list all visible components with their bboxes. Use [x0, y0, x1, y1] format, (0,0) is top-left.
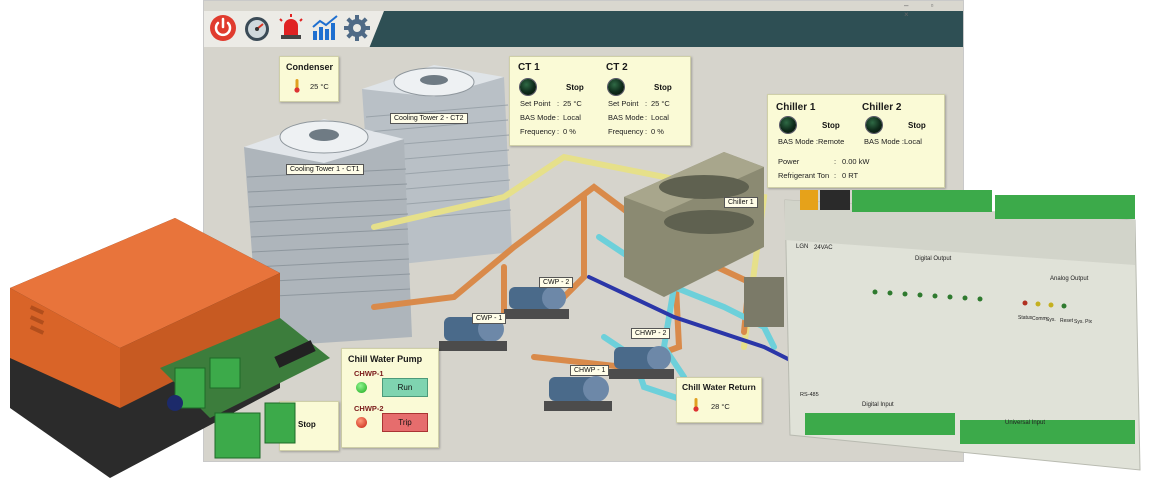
chwp1-label: CHWP-1: [354, 369, 384, 378]
sys-pix-label: Sys. Pix: [1074, 319, 1093, 325]
gear-icon[interactable]: [342, 13, 372, 43]
tag-chwp2: CHWP - 2: [631, 328, 671, 339]
thermometer-icon: [294, 79, 300, 93]
hvac-controller-device: [10, 218, 330, 478]
ct2-bas-mode-label: BAS Mode: [608, 113, 644, 122]
universal-input-label: Universal Input: [1005, 420, 1046, 426]
ct-panel: CT 1 Stop Set Point : 25 °C BAS Mode : L…: [509, 56, 691, 146]
cwr-temp: 28 °C: [711, 402, 730, 411]
chwp1-run-button[interactable]: Run: [382, 378, 428, 397]
ton-label: Refrigerant Ton: [778, 171, 830, 180]
ch1-title: Chiller 1: [776, 102, 816, 113]
ch1-status: Stop: [822, 121, 840, 130]
ct1-colon: :: [557, 113, 560, 122]
ct1-colon: :: [557, 99, 560, 108]
ct1-status-led: [520, 79, 536, 95]
sys-led-label: Sys.: [1046, 317, 1056, 323]
ct2-colon: :: [645, 113, 648, 122]
ct1-colon: :: [557, 127, 560, 136]
ct2-frequency-label: Frequency: [608, 127, 644, 136]
pump-chwp-1[interactable]: [544, 376, 612, 411]
ct1-set-point: 25 °C: [563, 99, 582, 108]
ct1-frequency-label: Frequency: [520, 127, 556, 136]
condenser-temp: 25 °C: [310, 82, 329, 91]
alarm-light-icon[interactable]: [276, 13, 306, 43]
controller-power-label-lgn: LGN: [796, 244, 809, 250]
window-controls[interactable]: – ▫ ×: [904, 1, 944, 19]
ch2-bas-mode-label: BAS Mode :: [864, 137, 905, 146]
chiller-panel: Chiller 1 Stop BAS Mode : Remote Chiller…: [767, 94, 945, 188]
ch1-bas-mode-label: BAS Mode :: [778, 137, 819, 146]
power-label: Power: [778, 157, 800, 166]
ct1-title: CT 1: [518, 62, 540, 73]
controller-power-label-24vac: 24VAC: [814, 245, 833, 251]
power-icon[interactable]: [208, 13, 238, 43]
gauge-icon[interactable]: [242, 13, 272, 43]
chwp2-trip-button[interactable]: Trip: [382, 413, 428, 432]
ct1-frequency: 0 %: [563, 127, 576, 136]
chwp1-led: [356, 382, 367, 393]
ton-value: 0 RT: [842, 171, 859, 180]
hidden-status-text: Stop: [298, 420, 316, 429]
chwp2-label: CHWP-2: [354, 404, 384, 413]
tag-cwp2: CWP - 2: [539, 277, 574, 288]
chill-water-pump-panel: Chill Water Pump CHWP-1 Run CHWP-2 Trip: [341, 348, 439, 448]
chwp2-led: [356, 417, 367, 428]
trend-chart-icon[interactable]: [310, 13, 340, 43]
io-controller-device: [784, 190, 1141, 471]
ton-colon: :: [834, 171, 837, 180]
tag-chwp1: CHWP - 1: [570, 365, 610, 376]
tag-ct2: Cooling Tower 2 - CT2: [390, 113, 468, 124]
ct2-frequency: 0 %: [651, 127, 664, 136]
reset-label: Reset: [1060, 318, 1074, 324]
ct2-status: Stop: [654, 83, 672, 92]
ct2-colon: :: [645, 127, 648, 136]
pump-panel-title: Chill Water Pump: [348, 354, 423, 364]
ct2-status-led: [608, 79, 624, 95]
ch2-title: Chiller 2: [862, 102, 902, 113]
condenser-panel: Condenser 25 °C: [279, 56, 339, 102]
pump-cwp-2[interactable]: [504, 286, 569, 319]
ct1-status: Stop: [566, 83, 584, 92]
analog-output-label: Analog Output: [1050, 276, 1089, 282]
ct1-bas-mode-label: BAS Mode: [520, 113, 556, 122]
ch1-bas-mode: Remote: [818, 137, 845, 146]
ct2-set-point-label: Set Point: [608, 99, 639, 108]
ct2-title: CT 2: [606, 62, 628, 73]
ct1-set-point-label: Set Point: [520, 99, 551, 108]
thermometer-icon: [693, 398, 699, 417]
ct2-set-point: 25 °C: [651, 99, 670, 108]
cwr-title: Chill Water Return: [682, 382, 756, 392]
digital-input-label: Digital Input: [862, 402, 894, 408]
chiller-1[interactable]: [624, 152, 784, 327]
power-colon: :: [834, 157, 837, 166]
ch1-status-led: [780, 117, 796, 133]
ct1-bas-mode: Local: [563, 113, 581, 122]
pump-chwp-2[interactable]: [609, 346, 674, 379]
ch2-status: Stop: [908, 121, 926, 130]
condenser-title: Condenser: [286, 62, 334, 72]
ct2-colon: :: [645, 99, 648, 108]
status-led-label: Status: [1018, 315, 1033, 321]
tag-chiller1: Chiller 1: [724, 197, 758, 208]
ct2-bas-mode: Local: [651, 113, 669, 122]
rs485-label: RS-485: [800, 392, 819, 398]
power-value: 0.00 kW: [842, 157, 870, 166]
ch2-status-led: [866, 117, 882, 133]
comm-led-label: Comm.: [1032, 316, 1049, 322]
cooling-tower-1[interactable]: [244, 119, 412, 347]
tag-cwp1: CWP - 1: [472, 313, 507, 324]
ch2-bas-mode: Local: [904, 137, 922, 146]
chill-water-return-panel: Chill Water Return 28 °C: [676, 377, 762, 423]
digital-output-label: Digital Output: [915, 256, 952, 262]
tag-ct1: Cooling Tower 1 - CT1: [286, 164, 364, 175]
